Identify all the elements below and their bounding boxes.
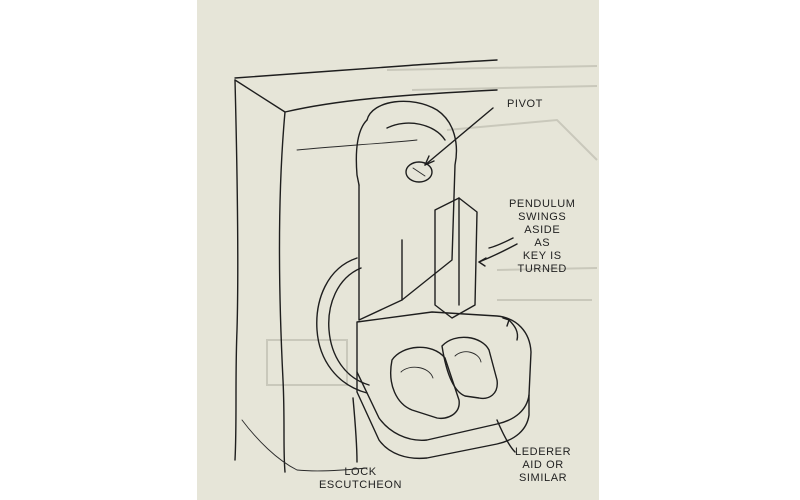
label-lederer-line: SIMILAR bbox=[518, 472, 568, 484]
label-lock-escutcheon: LOCK ESCUTCHEON bbox=[319, 466, 402, 492]
bleed-through-marks bbox=[266, 65, 598, 386]
pendulum bbox=[355, 100, 478, 321]
lederer-aid-plate bbox=[356, 311, 532, 460]
label-pendulum-line: SWINGS bbox=[518, 211, 567, 223]
label-pendulum-line: PENDULUM bbox=[509, 198, 576, 210]
label-lederer-line: LEDERER bbox=[515, 446, 572, 458]
label-lederer-aid: LEDERER AID OR SIMILAR bbox=[515, 446, 571, 485]
lock-escutcheon-shape bbox=[316, 257, 370, 394]
label-pendulum-line: TURNED bbox=[517, 263, 567, 275]
label-lederer-line: AID OR bbox=[522, 459, 564, 471]
door-edge bbox=[234, 59, 498, 473]
label-pivot-text: PIVOT bbox=[507, 98, 544, 110]
line-drawing bbox=[234, 59, 598, 473]
label-pendulum-line: KEY IS bbox=[522, 250, 562, 262]
label-lock-line: ESCUTCHEON bbox=[319, 479, 403, 491]
diagram-paper: PIVOT PENDULUM SWINGS ASIDE AS KEY IS TU… bbox=[197, 0, 599, 500]
label-pendulum: PENDULUM SWINGS ASIDE AS KEY IS TURNED bbox=[509, 198, 576, 276]
label-lock-line: LOCK bbox=[344, 466, 377, 478]
label-pendulum-line: AS bbox=[534, 237, 551, 249]
label-pendulum-line: ASIDE bbox=[524, 224, 561, 236]
label-pivot: PIVOT bbox=[507, 98, 543, 111]
leader-lines bbox=[352, 107, 519, 463]
